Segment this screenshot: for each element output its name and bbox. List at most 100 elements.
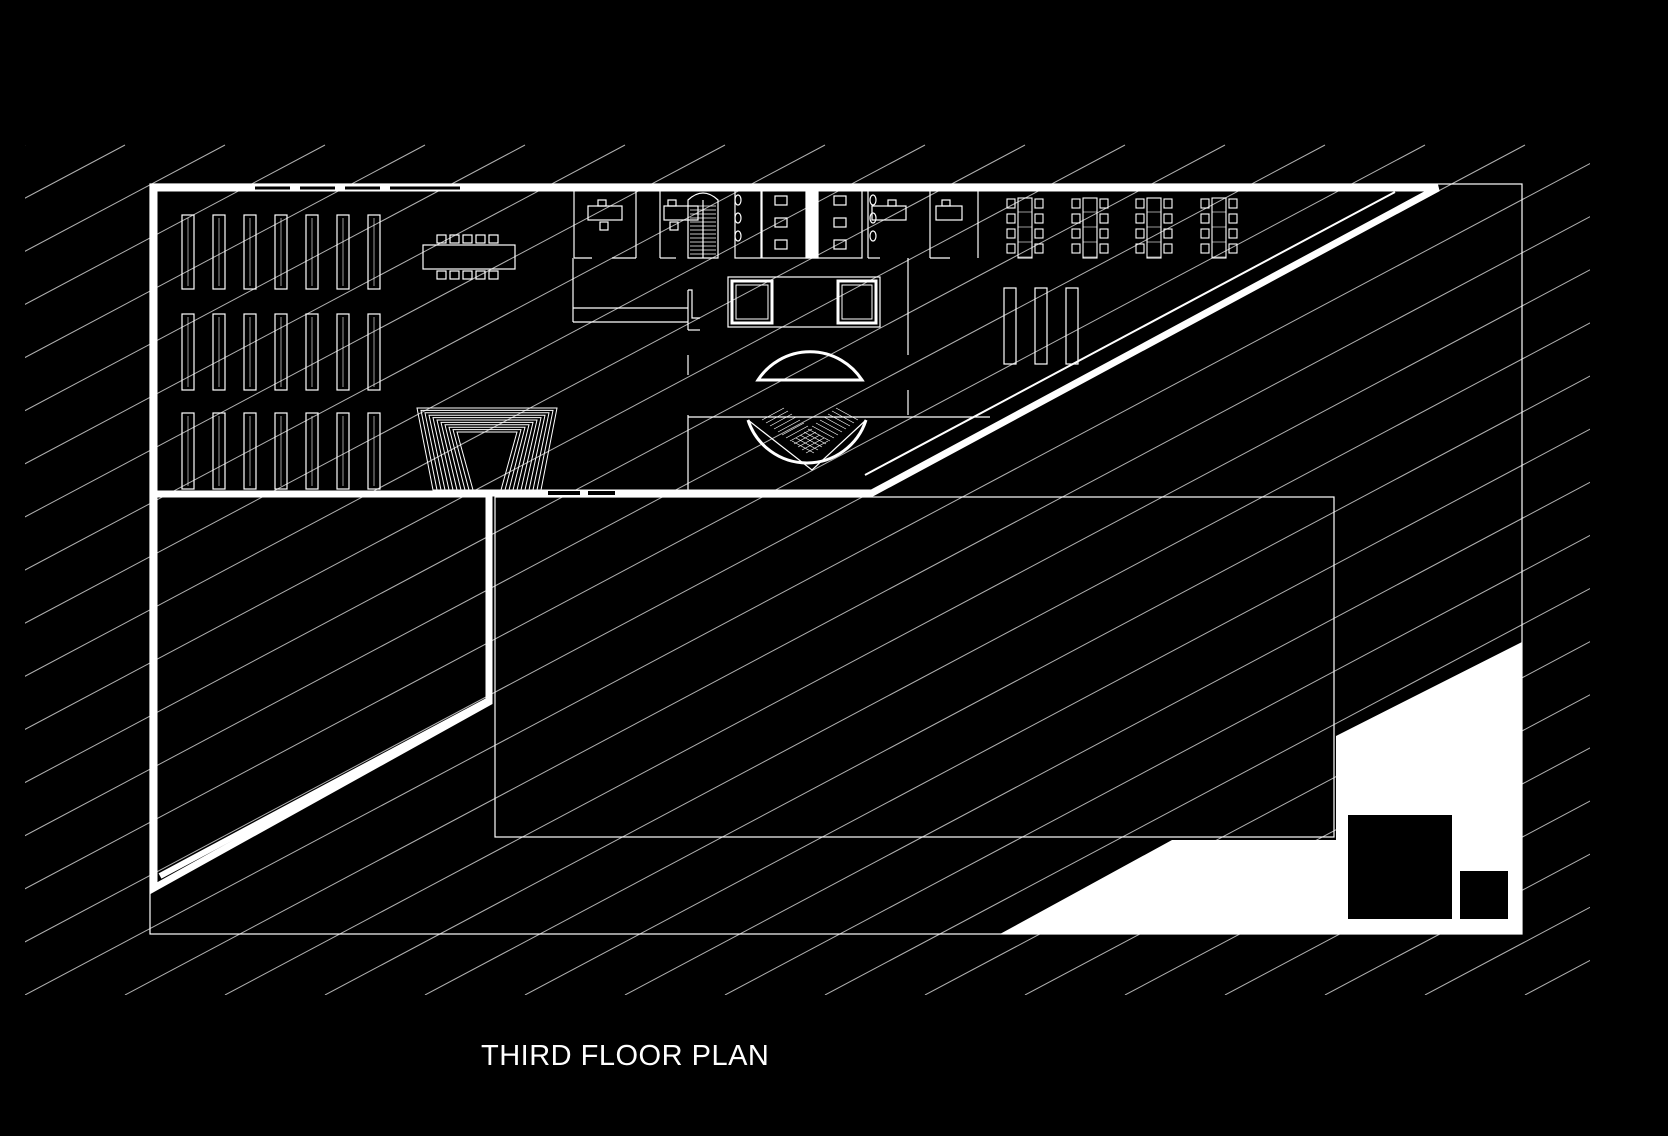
stair-tread [765, 410, 789, 424]
hatch-line [25, 144, 1426, 995]
skylight-step [428, 414, 546, 491]
workstation-chair [1228, 228, 1238, 239]
hatch-line [25, 144, 1126, 995]
hatch-line [25, 144, 426, 995]
skylight-step [440, 421, 534, 491]
stair-tread [761, 407, 785, 421]
bookshelf [305, 412, 319, 490]
stair-tread [785, 425, 809, 439]
workstation-chair [1200, 243, 1210, 254]
workstation-chair [1006, 228, 1016, 239]
hatch-line [25, 144, 926, 995]
bookshelf [305, 313, 319, 391]
elevator-lobby [572, 258, 990, 490]
bookshelves [181, 214, 381, 490]
workstation-chair [1034, 213, 1044, 224]
stair-tread [781, 422, 805, 436]
stair-outline [747, 419, 867, 471]
bookshelf [367, 313, 381, 391]
workstation-chair [1006, 243, 1016, 254]
bookshelf [367, 412, 381, 490]
workstation-chair [1163, 213, 1173, 224]
stair-tread [795, 437, 819, 451]
stair-tread [773, 416, 797, 430]
hatch-line [824, 144, 1590, 995]
skylight-step [436, 419, 538, 491]
workstation-chair [1135, 228, 1145, 239]
stair-tread [789, 428, 813, 442]
chair [475, 234, 486, 244]
workstation-chair [1034, 198, 1044, 209]
hatch-line [524, 144, 1590, 995]
hatch-line [25, 144, 326, 995]
chair [436, 234, 447, 244]
workstation-chair [1006, 198, 1016, 209]
stair-tread [791, 440, 815, 454]
stair-tread [831, 410, 855, 424]
staircase [687, 192, 719, 319]
hatch-line [324, 144, 1590, 995]
hatch-line [224, 144, 1590, 995]
hatch-line [25, 144, 526, 995]
stair-tread [835, 407, 859, 421]
courtyard-void [494, 496, 1335, 838]
workstation-desk [1211, 197, 1227, 259]
hatch-line [1625, 145, 1668, 995]
workstation-chair [1099, 243, 1109, 254]
workstation-chair [1071, 198, 1081, 209]
bookshelf [243, 412, 257, 490]
terrace-block-large [1348, 815, 1452, 919]
workstation-chair [1099, 213, 1109, 224]
circular-staircase [746, 350, 868, 471]
workstation-chair [1163, 198, 1173, 209]
workstation-chair [1228, 198, 1238, 209]
skylight-step [432, 417, 542, 491]
hatch-line [25, 144, 126, 995]
bookshelf [367, 214, 381, 290]
hatch-line [25, 144, 1026, 995]
workstation-chair [1163, 243, 1173, 254]
workstation-chair [1200, 198, 1210, 209]
workstation-chair [1135, 198, 1145, 209]
workstation-chair [1135, 213, 1145, 224]
workstation-chair [1034, 243, 1044, 254]
skylight-step [456, 431, 518, 491]
hatch-line [25, 144, 826, 995]
hatch-line [25, 144, 626, 995]
bookshelf [336, 313, 350, 391]
stair-tread [797, 434, 821, 448]
workstation-chair [1099, 198, 1109, 209]
workstation-chair [1071, 228, 1081, 239]
skylight-step [452, 429, 522, 491]
stair-tread [769, 413, 793, 427]
workstation-chair [1163, 228, 1173, 239]
bookshelf [212, 214, 226, 290]
site-boundary [149, 183, 1523, 935]
workstation-chair [1071, 213, 1081, 224]
workstation-chair [1034, 228, 1044, 239]
chair [488, 234, 499, 244]
hatch-line [124, 144, 1590, 995]
chair [462, 234, 473, 244]
workstation-chair [1006, 213, 1016, 224]
bookshelf [305, 214, 319, 290]
hatch-line [624, 144, 1590, 995]
skylight-step [448, 426, 526, 491]
workstation-chair [1099, 228, 1109, 239]
skylight-step [416, 407, 558, 491]
hatch-line [424, 144, 1590, 995]
stair-tread [805, 440, 829, 454]
hatch-line [25, 144, 1326, 995]
stepped-skylight [416, 407, 558, 491]
stair-tread [815, 422, 839, 436]
bookshelf [274, 313, 288, 391]
bookshelf [181, 214, 195, 290]
stair-tread [803, 431, 827, 445]
stair-tread [801, 437, 825, 451]
stair-tread [819, 419, 843, 433]
meeting-table [422, 234, 516, 280]
workstation-chair [1071, 243, 1081, 254]
stair-tread [811, 425, 835, 439]
bookshelf [243, 313, 257, 391]
hatch-line [25, 144, 1226, 995]
